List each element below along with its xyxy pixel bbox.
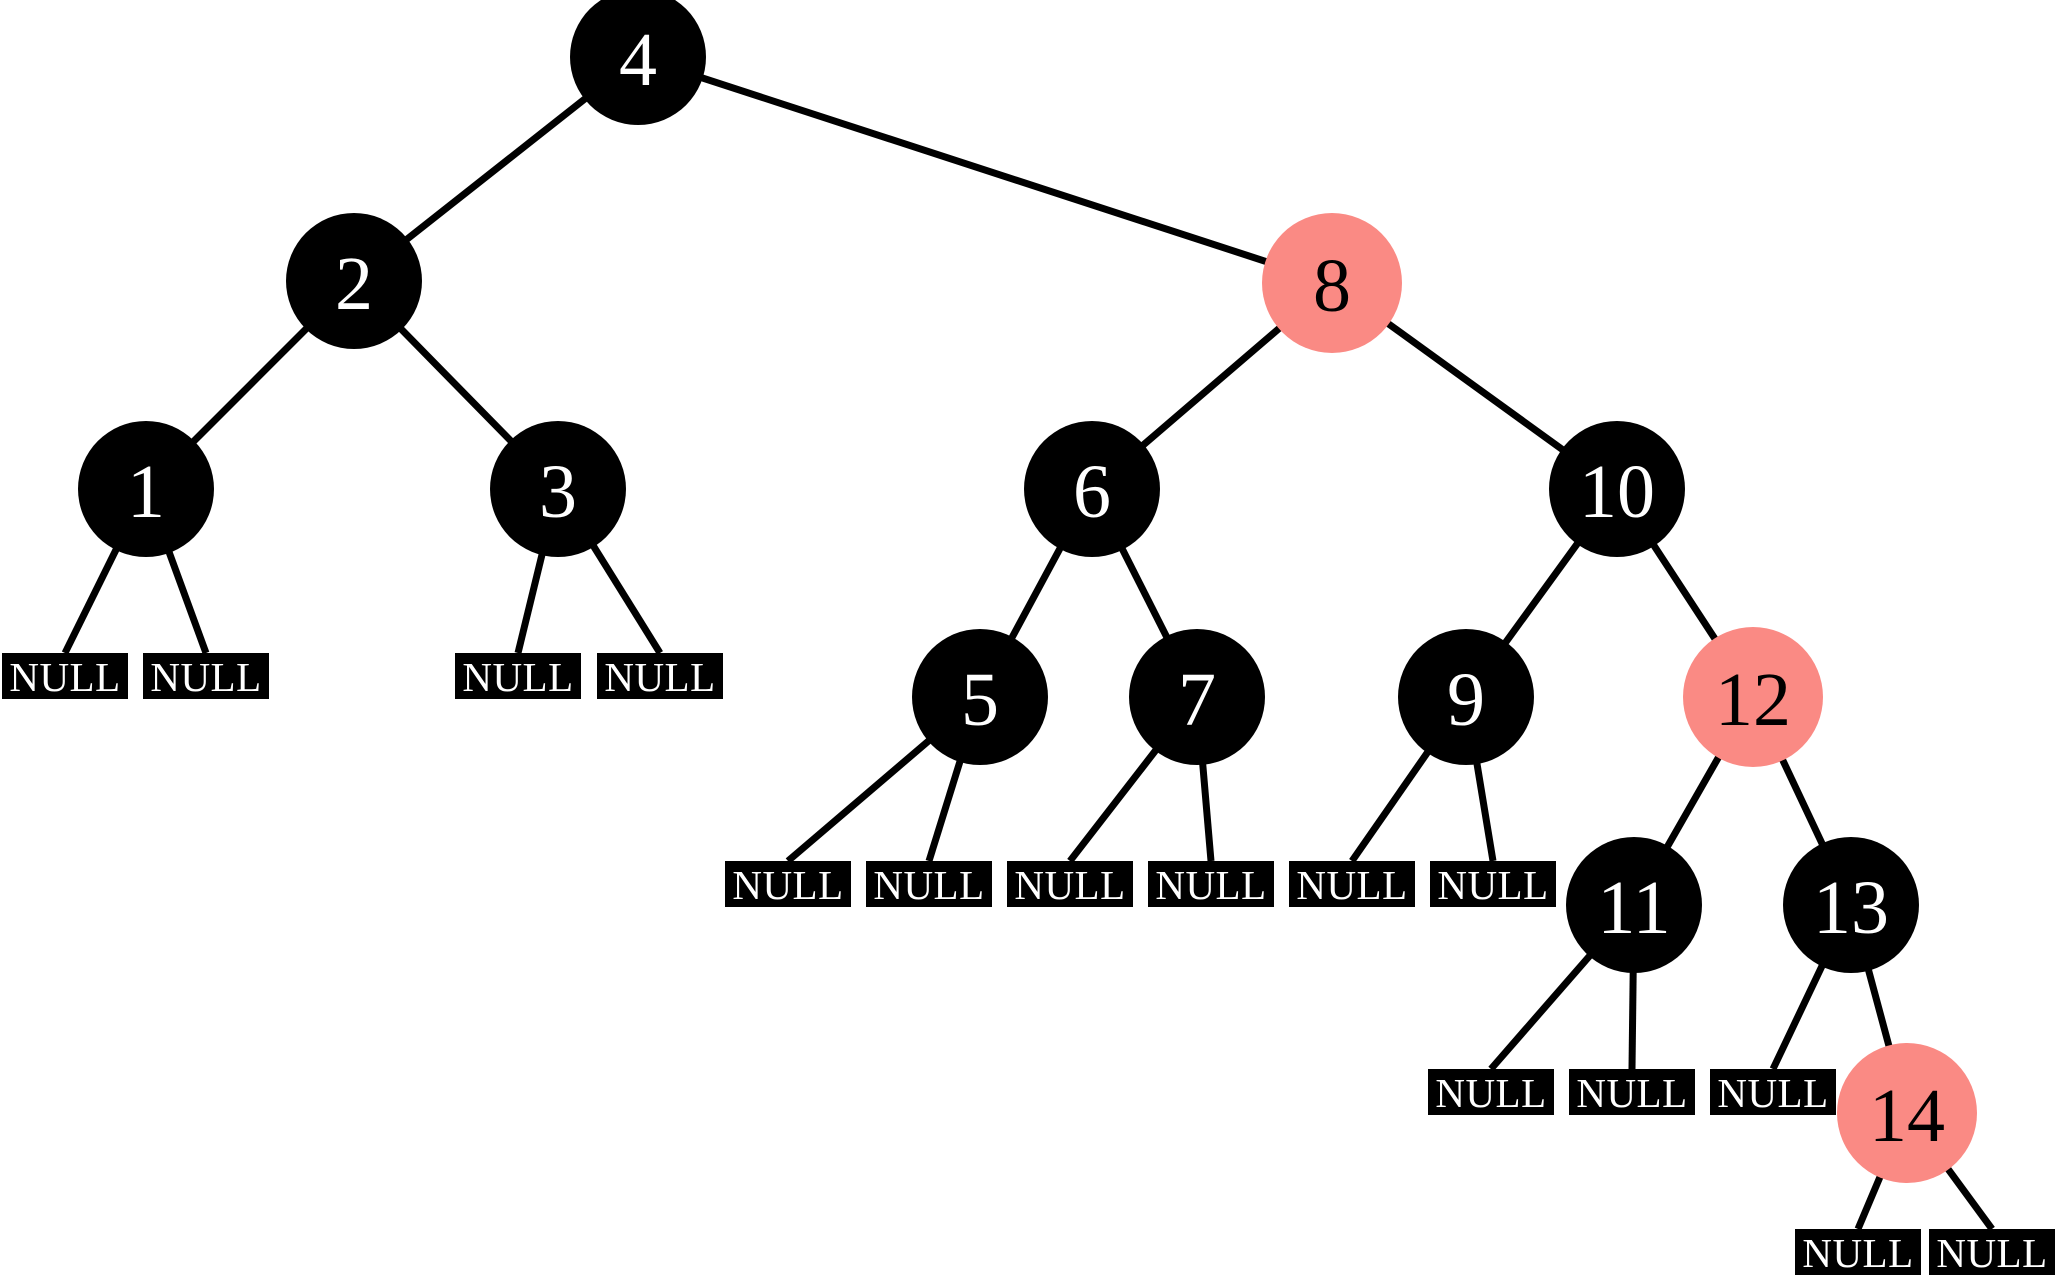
- null-box-background: [1430, 861, 1556, 907]
- node-circle-black: [1024, 421, 1160, 557]
- null-box-label: NULL: [150, 654, 261, 700]
- null-box-background: [1007, 861, 1133, 907]
- null-leaf-box: NULL: [1795, 1229, 1921, 1276]
- null-box-background: [1929, 1229, 2055, 1275]
- null-box-background: [455, 653, 581, 699]
- node-circle-black: [78, 421, 214, 557]
- node-label: 1: [127, 450, 165, 534]
- null-box-label: NULL: [1014, 862, 1125, 908]
- null-box-background: [1289, 861, 1415, 907]
- null-box-label: NULL: [1576, 1070, 1687, 1116]
- node-circle-black: [286, 213, 422, 349]
- node-label: 7: [1178, 658, 1216, 742]
- tree-edge: [636, 53, 1334, 287]
- tree-node-12: 12: [1683, 627, 1823, 767]
- node-circle-black: [1129, 629, 1265, 765]
- node-circle-red: [1683, 627, 1823, 767]
- null-box-label: NULL: [1296, 862, 1407, 908]
- tree-node-9: 9: [1398, 629, 1534, 765]
- node-circle-black: [1549, 421, 1685, 557]
- node-label: 9: [1447, 658, 1485, 742]
- null-leaf-box: NULL: [1148, 861, 1274, 908]
- node-label: 6: [1073, 450, 1111, 534]
- null-box-background: [597, 653, 723, 699]
- tree-node-11: 11: [1566, 837, 1702, 973]
- tree-node-3: 3: [490, 421, 626, 557]
- null-leaf-box: NULL: [1929, 1229, 2055, 1276]
- tree-node-7: 7: [1129, 629, 1265, 765]
- null-box-label: NULL: [604, 654, 715, 700]
- null-box-label: NULL: [1155, 862, 1266, 908]
- node-label: 13: [1813, 866, 1889, 950]
- node-circle-red: [1837, 1043, 1977, 1183]
- null-box-label: NULL: [1802, 1230, 1913, 1276]
- node-label: 4: [619, 18, 657, 102]
- node-label: 2: [335, 242, 373, 326]
- tree-node-2: 2: [286, 213, 422, 349]
- null-leaf-box: NULL: [143, 653, 269, 700]
- null-leaf-box: NULL: [866, 861, 992, 908]
- node-circle-red: [1262, 213, 1402, 353]
- null-box-label: NULL: [9, 654, 120, 700]
- null-leaf-box: NULL: [1289, 861, 1415, 908]
- null-box-label: NULL: [1717, 1070, 1828, 1116]
- null-box-label: NULL: [873, 862, 984, 908]
- tree-node-1: 1: [78, 421, 214, 557]
- null-box-background: [1428, 1069, 1554, 1115]
- null-box-label: NULL: [1936, 1230, 2047, 1276]
- null-box-background: [725, 861, 851, 907]
- tree-node-13: 13: [1783, 837, 1919, 973]
- null-boxes-layer: NULL NULL NULL NULL NULL NULL NULL NULL NULL NULL…: [2, 653, 2055, 1276]
- null-box-background: [1148, 861, 1274, 907]
- null-box-background: [143, 653, 269, 699]
- null-box-label: NULL: [1435, 1070, 1546, 1116]
- null-leaf-box: NULL: [2, 653, 128, 700]
- node-label: 14: [1869, 1074, 1945, 1158]
- tree-node-5: 5: [912, 629, 1048, 765]
- null-box-background: [866, 861, 992, 907]
- null-leaf-box: NULL: [597, 653, 723, 700]
- null-box-background: [1569, 1069, 1695, 1115]
- null-leaf-box: NULL: [1710, 1069, 1836, 1116]
- null-leaf-box: NULL: [455, 653, 581, 700]
- null-box-label: NULL: [462, 654, 573, 700]
- null-box-background: [1795, 1229, 1921, 1275]
- null-box-background: [2, 653, 128, 699]
- node-label: 5: [961, 658, 999, 742]
- node-circle-black: [1783, 837, 1919, 973]
- node-circle-black: [912, 629, 1048, 765]
- null-leaf-box: NULL: [1569, 1069, 1695, 1116]
- null-leaf-box: NULL: [1007, 861, 1133, 908]
- node-label: 8: [1313, 244, 1351, 328]
- null-leaf-box: NULL: [1430, 861, 1556, 908]
- node-label: 10: [1579, 450, 1655, 534]
- node-circle-black: [1566, 837, 1702, 973]
- null-leaf-box: NULL: [725, 861, 851, 908]
- node-label: 12: [1715, 658, 1791, 742]
- null-box-background: [1710, 1069, 1836, 1115]
- null-leaf-box: NULL: [1428, 1069, 1554, 1116]
- tree-node-8: 8: [1262, 213, 1402, 353]
- null-box-label: NULL: [732, 862, 843, 908]
- node-label: 3: [539, 450, 577, 534]
- node-circle-black: [570, 0, 706, 125]
- tree-node-4: 4: [570, 0, 706, 125]
- node-circle-black: [490, 421, 626, 557]
- tree-node-6: 6: [1024, 421, 1160, 557]
- node-label: 11: [1597, 866, 1670, 950]
- node-circle-black: [1398, 629, 1534, 765]
- null-box-label: NULL: [1437, 862, 1548, 908]
- tree-node-10: 10: [1549, 421, 1685, 557]
- tree-node-14: 14: [1837, 1043, 1977, 1183]
